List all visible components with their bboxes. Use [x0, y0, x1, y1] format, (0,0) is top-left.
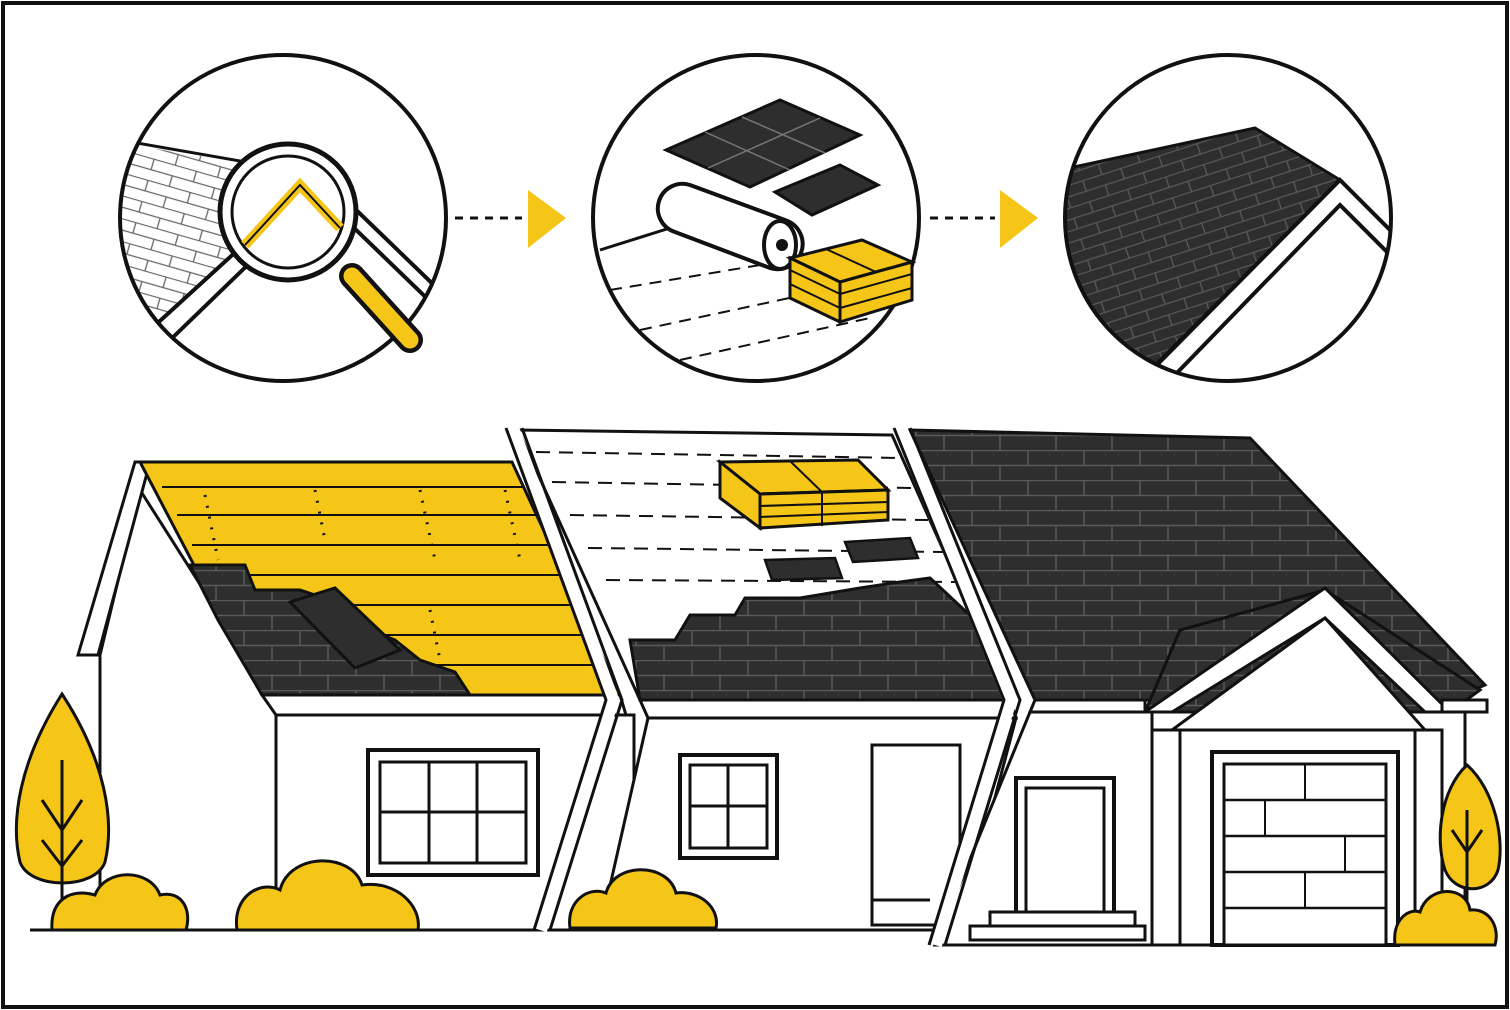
bush [568, 868, 718, 930]
tree-left [14, 691, 111, 910]
shingle-bundle-icon [785, 238, 917, 325]
arrow-right-icon [455, 190, 566, 248]
door [1014, 776, 1116, 915]
tree-right [1438, 762, 1502, 905]
house-section-underlayment [515, 428, 1019, 932]
shingle-bundle-icon [715, 458, 892, 531]
magnifying-glass-icon [217, 141, 423, 353]
step-underlayment [591, 53, 921, 383]
shingle-sheet-icon [662, 98, 882, 217]
bush [235, 859, 420, 932]
bush [1393, 890, 1498, 947]
window [366, 748, 540, 877]
house-section-completed [907, 428, 1489, 947]
garage-door [1210, 750, 1400, 947]
window [678, 753, 779, 860]
arrow-right-icon [930, 190, 1038, 248]
step-inspection [118, 53, 448, 383]
house-illustration [14, 425, 1502, 948]
bush [50, 873, 190, 932]
